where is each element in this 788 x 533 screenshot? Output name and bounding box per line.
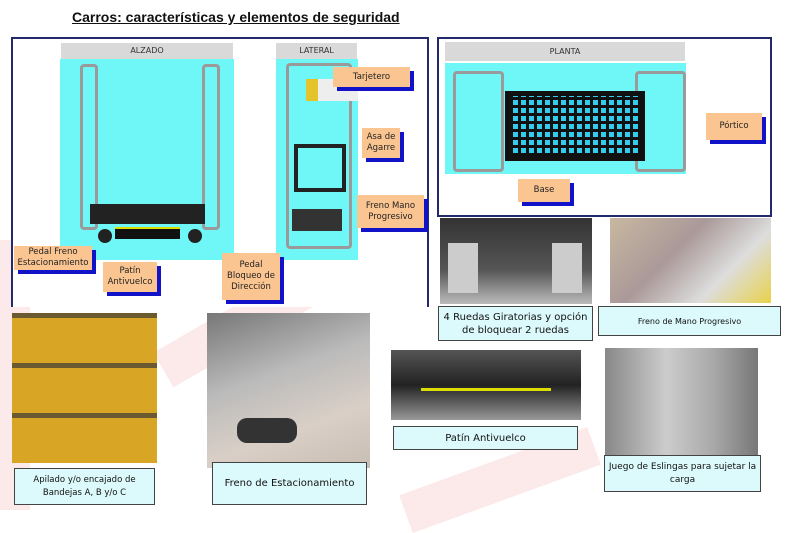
- alzado-header: ALZADO: [61, 43, 233, 59]
- page-title: Carros: características y elementos de s…: [72, 9, 400, 25]
- freno-estac-photo: [207, 313, 370, 468]
- label-pedal-freno: Pedal Freno Estacionamiento: [14, 246, 92, 270]
- freno-mano-photo: [610, 218, 771, 303]
- label-freno-mano: Freno Mano Progresivo: [357, 195, 424, 228]
- label-portico: Pórtico: [706, 113, 762, 140]
- label-tarjetero: Tarjetero: [333, 67, 410, 87]
- lateral-header: LATERAL: [276, 43, 357, 59]
- label-base: Base: [518, 179, 570, 202]
- caption-patin: Patín Antivuelco: [393, 426, 578, 450]
- caption-ruedas: 4 Ruedas Giratorias y opción de bloquear…: [438, 306, 593, 341]
- label-patin: Patín Antivuelco: [103, 262, 157, 292]
- label-pedal-bloqueo: Pedal Bloqueo de Dirección: [222, 253, 280, 300]
- planta-header: PLANTA: [445, 42, 685, 61]
- patin-photo: [391, 350, 581, 420]
- eslingas-photo: [605, 348, 758, 455]
- apilado-photo: [12, 313, 157, 463]
- lateral-image: [276, 59, 358, 260]
- caption-eslingas: Juego de Eslingas para sujetar la carga: [604, 455, 761, 492]
- caption-freno-mano: Freno de Mano Progresivo: [598, 306, 781, 336]
- ruedas-photo: [440, 218, 592, 304]
- label-asa-agarre: Asa de Agarre: [362, 128, 400, 158]
- caption-apilado: Apilado y/o encajado de Bandejas A, B y/…: [14, 468, 155, 505]
- alzado-image: [60, 59, 234, 260]
- planta-image: [445, 63, 686, 174]
- caption-freno-estac: Freno de Estacionamiento: [212, 462, 367, 505]
